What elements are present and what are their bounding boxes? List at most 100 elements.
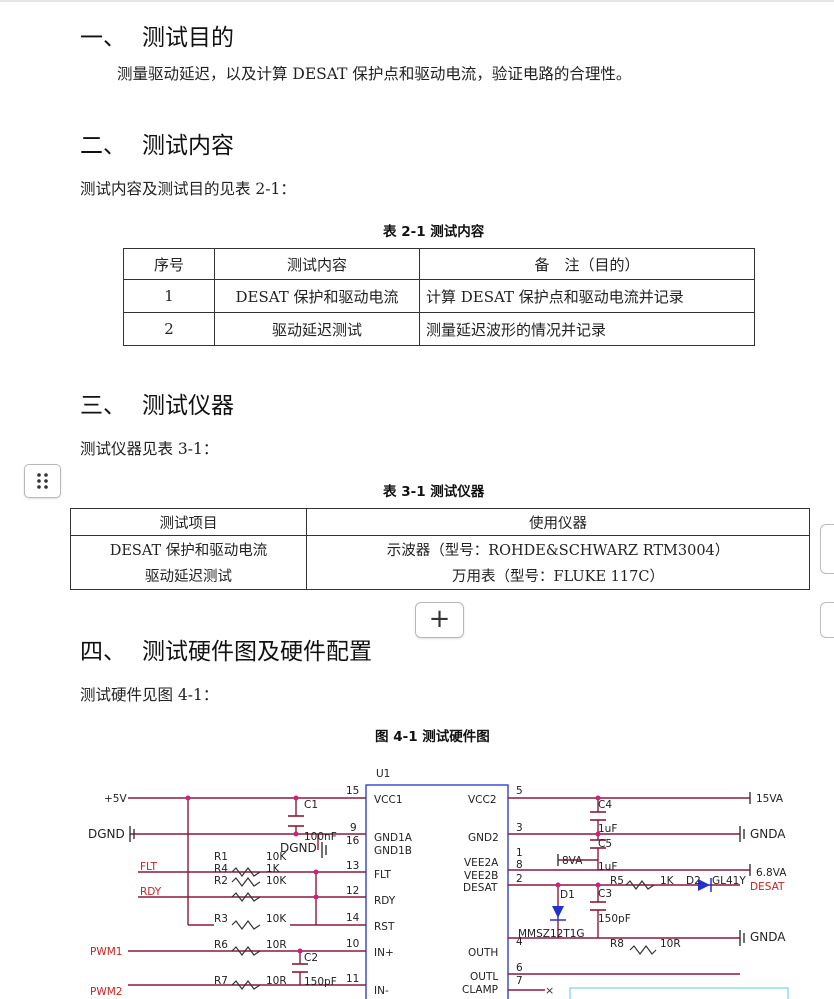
section-number: 四、 [80,639,126,665]
pin-number: 2 [516,873,523,885]
resistor-value: 1K [266,863,281,875]
pin-number: 7 [516,975,523,987]
cap-value: 1uF [598,823,617,835]
resistor-value: 10K [266,875,287,887]
table-2-1: 序号 测试内容 备 注（目的） 1 DESAT 保护和驱动电流 计算 DESAT… [123,248,755,346]
cap-ref: C1 [304,799,318,811]
pin-number: 14 [346,912,360,924]
table-cell: 驱动延迟测试 [214,312,420,346]
pin-name: VCC2 [468,794,497,806]
table-cell: DESAT 保护和驱动电流 [214,279,420,313]
section-2-intro: 测试内容及测试目的见表 2-1： [80,180,296,198]
net-label: +5V [104,793,127,805]
pin-name: GND1A [374,832,413,844]
cap-value: 150pF [304,976,337,988]
pin-name: IN+ [374,947,394,959]
add-block-button[interactable]: + [415,602,464,638]
pin-number: 6 [516,962,523,974]
resistor-value: 10R [660,938,681,950]
net-label: FLT [140,861,157,873]
resistor-ref: R6 [214,939,228,951]
table-cell: DESAT 保护和驱动电流 [70,535,307,563]
table-cell: 万用表（型号：FLUKE 117C） [306,562,810,590]
resistor-ref: R8 [610,938,624,950]
resistor-ref: R3 [214,913,228,925]
schematic-diagram: × U1 +5V DGND DGND FLT RDY PWM1 PWM2 VCC… [88,768,789,999]
pin-name: DESAT [463,882,498,894]
pin-name: GND2 [468,832,499,844]
section-title: 测试目的 [142,25,234,51]
net-label: 15VA [756,793,784,805]
pin-name: CLAMP [462,984,498,996]
table-cell: 2 [123,312,215,346]
pin-number: 1 [516,847,523,859]
net-label: 6.8VA [756,867,787,879]
table-3-1: 测试项目 使用仪器 DESAT 保护和驱动电流 示波器（型号：ROHDE&SCH… [70,508,810,590]
table-2-1-caption: 表 2-1 测试内容 [383,224,485,240]
table-cell: 1 [123,279,215,313]
section-number: 一、 [80,25,126,51]
table-3-1-caption: 表 3-1 测试仪器 [383,484,485,500]
chip-ref-label: U1 [376,768,390,780]
resistor-value: 10K [266,913,287,925]
net-label: DESAT [750,881,785,893]
no-connect-mark: × [545,984,554,997]
pin-name: RST [374,921,395,933]
pin-name: IN- [374,985,389,997]
figure-caption: 图 4-1 测试硬件图 [375,729,490,745]
resistor-value: 10R [266,975,287,987]
net-label: 8VA [562,855,583,867]
net-label: RDY [140,886,162,898]
side-panel-tab[interactable] [820,602,834,638]
cap-ref: C4 [598,799,612,811]
section-3-intro: 测试仪器见表 3-1： [80,440,219,458]
pin-name: GND1B [374,845,412,857]
table-header-cell: 序号 [123,248,215,280]
resistor-ref: R7 [214,975,228,987]
table-row: 驱动延迟测试 万用表（型号：FLUKE 117C） [70,562,810,590]
cap-value: 1uF [598,861,617,873]
pin-name: VEE2B [464,870,498,882]
table-header-cell: 测试项目 [70,508,307,536]
resistor-value: 10R [266,939,287,951]
pin-number: 10 [346,938,359,950]
cap-ref: C2 [304,952,318,964]
table-cell: 驱动延迟测试 [70,562,307,590]
pin-name: VCC1 [374,794,403,806]
pin-number: 16 [346,835,360,847]
pin-number: 9 [350,822,357,834]
pin-name: VEE2A [464,857,499,869]
resistor-value: 10K [266,851,287,863]
pin-name: RDY [374,895,396,907]
diode-ref: D1 [560,889,575,901]
net-label: GNDA [750,930,786,944]
net-label: DGND [280,841,317,855]
pin-number: 5 [516,785,523,797]
table-header-row: 序号 测试内容 备 注（目的） [123,248,755,280]
section-title: 测试内容 [142,133,234,159]
table-header-cell: 测试内容 [214,248,420,280]
pin-number: 8 [516,859,523,871]
selection-box [569,987,789,999]
section-number: 三、 [80,393,126,419]
drag-handle-button[interactable] [24,464,61,498]
resistor-ref: R2 [214,875,228,887]
diode-ref: D2 [686,875,701,887]
table-row: DESAT 保护和驱动电流 示波器（型号：ROHDE&SCHWARZ RTM30… [70,535,810,563]
pin-number: 3 [516,822,523,834]
cap-ref: C5 [598,838,612,850]
table-header-cell: 使用仪器 [306,508,810,536]
section-number: 二、 [80,133,126,159]
section-title: 测试硬件图及硬件配置 [142,639,372,665]
pin-number: 12 [346,885,359,897]
pin-name: OUTL [470,971,498,983]
side-panel-tab[interactable] [820,524,834,574]
resistor-ref: R1 [214,851,228,863]
pin-number: 4 [516,936,523,948]
section-4-intro: 测试硬件见图 4-1： [80,686,219,704]
section-heading-4: 四、测试硬件图及硬件配置 [80,632,372,666]
table-row: 1 DESAT 保护和驱动电流 计算 DESAT 保护点和驱动电流并记录 [123,279,755,313]
top-border [0,0,834,2]
net-label: PWM1 [90,946,122,958]
pin-name: FLT [374,869,391,881]
